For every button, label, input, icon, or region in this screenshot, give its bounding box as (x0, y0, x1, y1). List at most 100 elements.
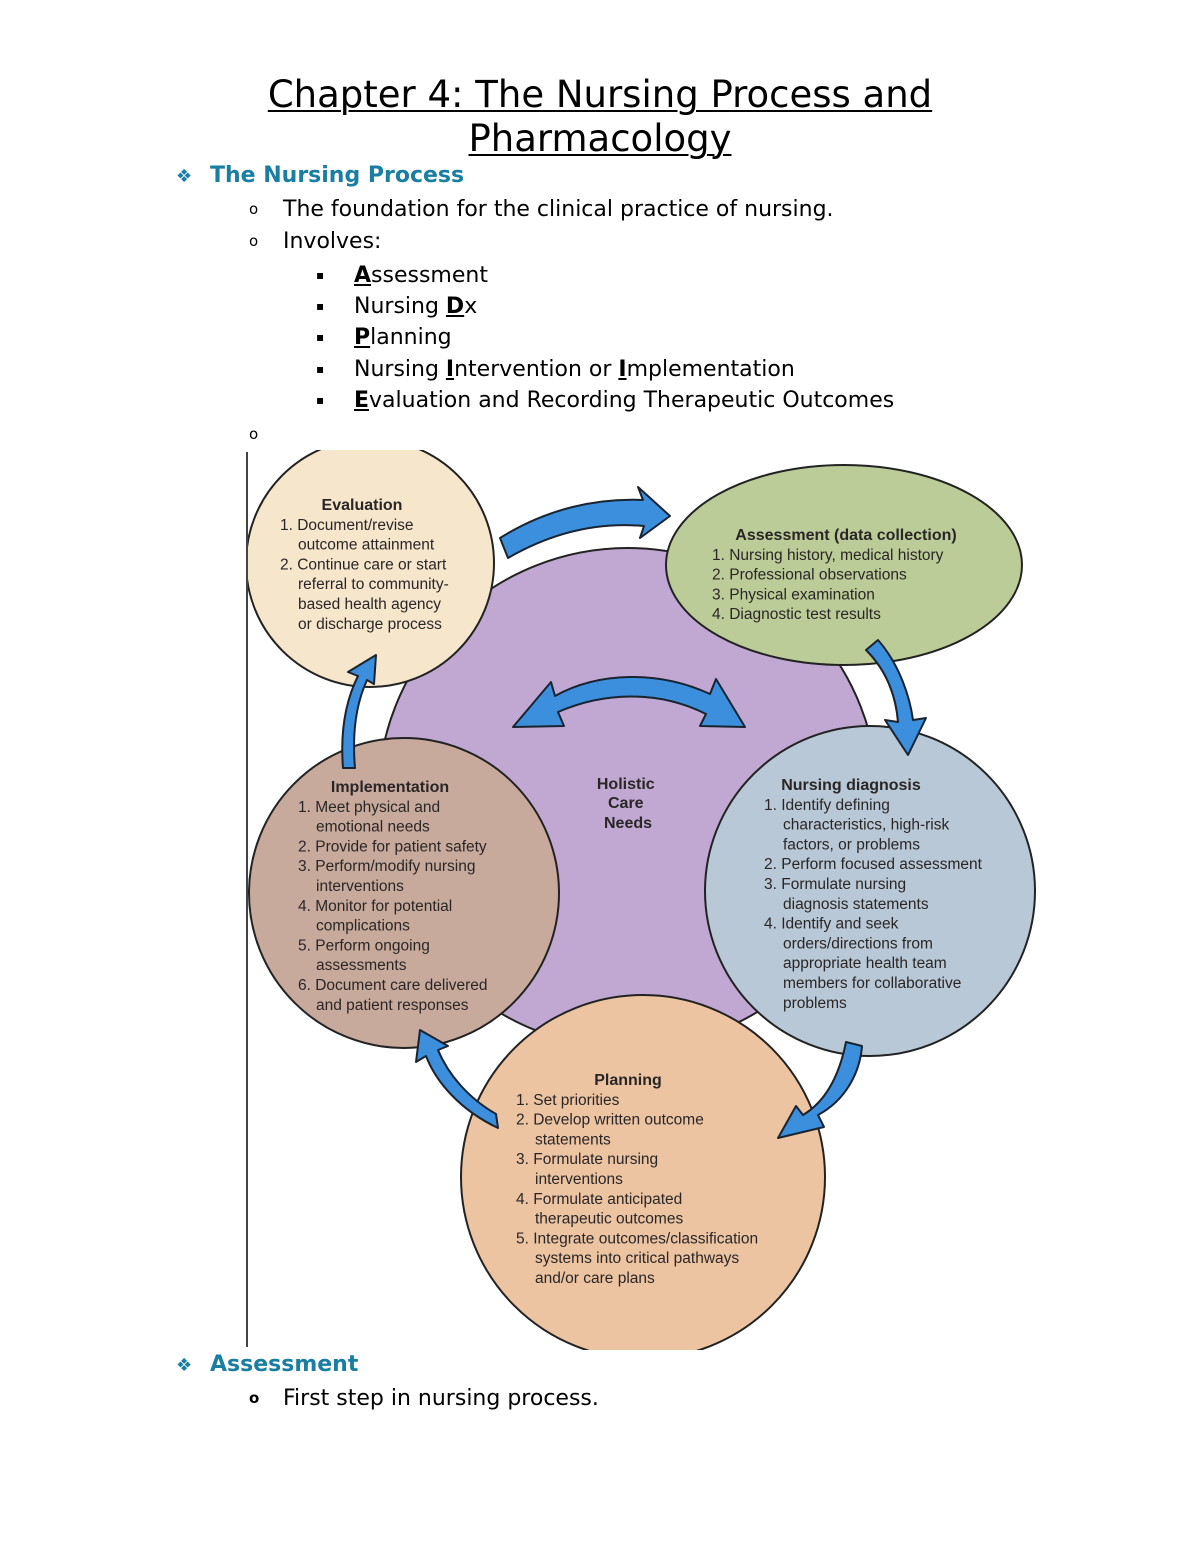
evaluation-circle (248, 450, 495, 688)
list-item: o First step in nursing process. (249, 1385, 599, 1412)
evaluation-title: Evaluation (322, 497, 403, 514)
arrow-planning-to-implementation-icon (415, 1029, 499, 1129)
sub-list-item-intervention: ▪ Nursing Intervention or Implementation (316, 356, 795, 383)
double-arrow-holistic-icon (512, 675, 746, 728)
arrow-diagnosis-to-planning-icon (777, 1041, 863, 1139)
planning-line: therapeutic outcomes (535, 1211, 683, 1228)
evaluation-line: referral to community- (298, 576, 449, 593)
sub-list-item-evaluation: ▪ Evaluation and Recording Therapeutic Ou… (316, 387, 894, 414)
list-item-text: Nursing (354, 294, 446, 319)
planning-line: 1. Set priorities (516, 1092, 620, 1109)
circle-bullet-icon: o (249, 200, 259, 218)
implementation-line: 6. Document care delivered (298, 977, 488, 994)
list-item-text: The foundation for the clinical practice… (283, 197, 834, 222)
diagnosis-line: orders/directions from (783, 935, 933, 952)
sub-list-item-assessment: ▪ Assessment (316, 262, 488, 289)
implementation-line: 1. Meet physical and (298, 799, 440, 816)
acronym-letter: I (618, 357, 627, 382)
implementation-line: assessments (316, 957, 407, 974)
page-title-line-1: Chapter 4: The Nursing Process and (267, 73, 933, 116)
planning-title: Planning (594, 1072, 662, 1089)
acronym-letter: A (354, 263, 372, 288)
square-bullet-icon: ▪ (316, 330, 325, 344)
diagnosis-title: Nursing diagnosis (781, 777, 921, 794)
diagnosis-line: diagnosis statements (783, 896, 929, 913)
arrow-implementation-to-evaluation-icon (341, 654, 377, 769)
assessment-line: 2. Professional observations (712, 567, 907, 584)
diagnosis-line: problems (783, 995, 847, 1012)
diagnosis-line: 4. Identify and seek (764, 916, 899, 933)
arrow-evaluation-to-assessment-icon (499, 486, 671, 559)
diagnosis-line: members for collaborative (783, 975, 961, 992)
circle-bullet-icon: o (249, 232, 259, 250)
assessment-ellipse (665, 464, 1023, 666)
diagnosis-line: 2. Perform focused assessment (764, 856, 983, 873)
list-item-text: x (464, 294, 478, 319)
sub-list-item-planning: ▪ Planning (316, 324, 452, 351)
evaluation-line: or discharge process (298, 616, 442, 633)
diagnosis-line: characteristics, high-risk (783, 817, 949, 834)
acronym-letter: P (354, 325, 371, 350)
list-item-text: valuation and Recording Therapeutic Outc… (369, 388, 895, 413)
list-item: o The foundation for the clinical practic… (249, 196, 834, 223)
diagnosis-line: factors, or problems (783, 836, 920, 853)
implementation-line: 5. Perform ongoing (298, 937, 430, 954)
planning-line: 5. Integrate outcomes/classification (516, 1230, 758, 1247)
implementation-line: interventions (316, 878, 404, 895)
assessment-line: 4. Diagnostic test results (712, 606, 881, 623)
evaluation-line: 1. Document/revise (280, 517, 414, 534)
page-title-line-2: Pharmacology (468, 117, 732, 160)
planning-line: 4. Formulate anticipated (516, 1191, 682, 1208)
assessment-line: 3. Physical examination (712, 586, 875, 603)
planning-line: statements (535, 1131, 611, 1148)
implementation-line: emotional needs (316, 819, 430, 836)
square-bullet-icon: ▪ (316, 362, 325, 376)
implementation-title: Implementation (331, 779, 449, 796)
list-item-text: lanning (370, 325, 452, 350)
implementation-line: complications (316, 918, 410, 935)
circle-bullet-icon: o (249, 1389, 260, 1407)
circle-bullet-icon: o (249, 425, 259, 443)
square-bullet-icon: ▪ (316, 299, 325, 313)
list-item-empty: o (249, 421, 283, 448)
diagnosis-line: appropriate health team (783, 955, 947, 972)
planning-circle (460, 994, 826, 1350)
sub-list-item-nursing-dx: ▪Nursing Dx (316, 293, 477, 320)
implementation-line: 4. Monitor for potential (298, 898, 452, 915)
evaluation-line: 2. Continue care or start (280, 556, 447, 573)
list-item-text: ssessment (371, 263, 488, 288)
section-heading-nursing-process: ❖ The Nursing Process (176, 163, 464, 190)
list-item-text: mplementation (626, 357, 795, 382)
holistic-care-label: Holistic Care Needs (597, 776, 659, 832)
nursing-diagnosis-circle (704, 725, 1036, 1057)
evaluation-line: outcome attainment (298, 537, 435, 554)
diagnosis-line: 3. Formulate nursing (764, 876, 906, 893)
planning-line: and/or care plans (535, 1270, 655, 1287)
list-item: o Involves: (249, 228, 381, 255)
planning-line: interventions (535, 1171, 623, 1188)
section-heading-text: Assessment (210, 1352, 359, 1377)
diamond-bullet-icon: ❖ (176, 1355, 193, 1376)
planning-line: systems into critical pathways (535, 1250, 739, 1267)
arrow-assessment-to-diagnosis-icon (865, 639, 927, 756)
square-bullet-icon: ▪ (316, 393, 325, 407)
implementation-line: 3. Perform/modify nursing (298, 858, 475, 875)
assessment-title: Assessment (data collection) (735, 527, 956, 544)
acronym-letter: I (445, 357, 455, 382)
acronym-letter: E (354, 388, 370, 413)
list-item-text: Nursing (354, 357, 446, 382)
implementation-circle (248, 737, 560, 1049)
planning-line: 2. Develop written outcome (516, 1112, 704, 1129)
list-item-text: First step in nursing process. (283, 1386, 599, 1411)
section-heading-text: The Nursing Process (210, 163, 465, 188)
diagnosis-line: 1. Identify defining (764, 797, 890, 814)
list-item-text: Involves: (283, 229, 382, 254)
square-bullet-icon: ▪ (316, 268, 325, 282)
list-item-text: ntervention or (454, 357, 619, 382)
image-border-line (246, 452, 248, 1347)
section-heading-assessment: ❖ Assessment (176, 1352, 358, 1379)
implementation-line: and patient responses (316, 997, 469, 1014)
assessment-line: 1. Nursing history, medical history (712, 547, 944, 564)
planning-line: 3. Formulate nursing (516, 1151, 658, 1168)
diamond-bullet-icon: ❖ (176, 166, 193, 187)
